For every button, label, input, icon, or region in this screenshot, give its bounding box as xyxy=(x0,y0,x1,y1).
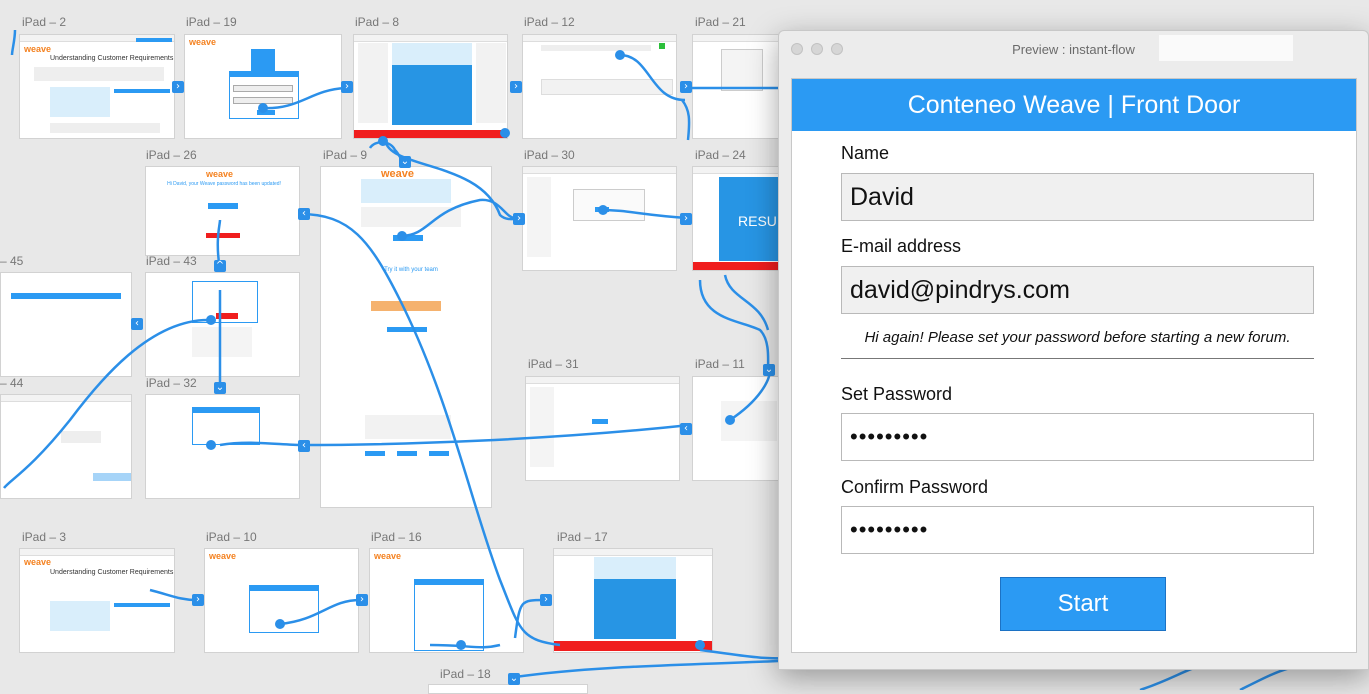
artboard-ipad-19[interactable]: weave xyxy=(184,34,342,139)
preview-content: Conteneo Weave | Front Door Name David E… xyxy=(791,78,1357,653)
hotspot-dot[interactable] xyxy=(456,640,466,650)
start-button[interactable]: Start xyxy=(1000,577,1166,631)
chevron-right-icon[interactable]: › xyxy=(172,81,184,93)
board-label-ipad-3[interactable]: iPad – 3 xyxy=(22,530,67,544)
board-label-ipad-12[interactable]: iPad – 12 xyxy=(524,15,575,29)
artboard-ipad-17[interactable] xyxy=(553,548,713,653)
artboard-ipad-16[interactable]: weave xyxy=(369,548,524,653)
board-label-ipad-43[interactable]: iPad – 43 xyxy=(146,254,197,268)
artboard-ipad-44[interactable] xyxy=(0,394,132,499)
board-label-ipad-32[interactable]: iPad – 32 xyxy=(146,376,197,390)
board-label-ipad-31[interactable]: iPad – 31 xyxy=(528,357,579,371)
board-label-ipad-30[interactable]: iPad – 30 xyxy=(524,148,575,162)
artboard-ipad-43[interactable] xyxy=(145,272,300,377)
artboard-ipad-3[interactable]: weave Understanding Customer Requirement… xyxy=(19,548,175,653)
board-label-ipad-19[interactable]: iPad – 19 xyxy=(186,15,237,29)
board-label-ipad-9[interactable]: iPad – 9 xyxy=(323,148,368,162)
chevron-up-icon[interactable]: ^ xyxy=(214,260,226,272)
hotspot-dot[interactable] xyxy=(206,440,216,450)
artboard-subheading: Try it with your team xyxy=(384,267,438,273)
set-password-field[interactable]: ••••••••• xyxy=(841,413,1314,461)
title-redaction xyxy=(1159,35,1293,61)
name-label: Name xyxy=(841,143,890,163)
chevron-right-icon[interactable]: › xyxy=(513,213,525,225)
board-label-ipad-26[interactable]: iPad – 26 xyxy=(146,148,197,162)
artboard-ipad-26[interactable]: weave Hi David, your Weave password has … xyxy=(145,166,300,256)
hotspot-dot[interactable] xyxy=(397,231,407,241)
board-label-ipad-2[interactable]: iPad – 2 xyxy=(22,15,67,29)
page-header: Conteneo Weave | Front Door xyxy=(792,79,1356,131)
weave-logo: weave xyxy=(24,44,52,54)
hotspot-dot[interactable] xyxy=(500,128,510,138)
chevron-right-icon[interactable]: › xyxy=(356,594,368,606)
hotspot-dot[interactable] xyxy=(695,640,705,650)
chevron-right-icon[interactable]: › xyxy=(192,594,204,606)
hotspot-dot[interactable] xyxy=(206,315,216,325)
hotspot-dot[interactable] xyxy=(615,50,625,60)
chevron-right-icon[interactable]: › xyxy=(540,594,552,606)
chevron-down-icon[interactable]: ⌄ xyxy=(763,364,775,376)
board-label-ipad-45[interactable]: – 45 xyxy=(0,254,24,268)
chevron-left-icon[interactable]: ‹ xyxy=(131,318,143,330)
minimize-window-button[interactable] xyxy=(811,43,823,55)
artboard-message: Hi David, your Weave password has been u… xyxy=(167,181,281,187)
board-label-ipad-18[interactable]: iPad – 18 xyxy=(440,667,491,681)
chevron-left-icon[interactable]: ‹ xyxy=(298,208,310,220)
board-label-ipad-10[interactable]: iPad – 10 xyxy=(206,530,257,544)
board-label-ipad-11[interactable]: iPad – 11 xyxy=(695,357,745,371)
password-hint: Hi again! Please set your password befor… xyxy=(864,329,1291,346)
email-field[interactable]: david@pindrys.com xyxy=(841,266,1314,314)
hotspot-dot[interactable] xyxy=(258,103,268,113)
artboard-ipad-11[interactable] xyxy=(692,376,782,481)
chevron-right-icon[interactable]: › xyxy=(341,81,353,93)
artboard-ipad-10[interactable]: weave xyxy=(204,548,359,653)
hotspot-dot[interactable] xyxy=(725,415,735,425)
artboard-ipad-21[interactable] xyxy=(692,34,782,139)
board-label-ipad-17[interactable]: iPad – 17 xyxy=(557,530,608,544)
artboard-ipad-24-text: RESU xyxy=(738,213,777,229)
chevron-down-icon[interactable]: ⌄ xyxy=(508,673,520,685)
set-password-label: Set Password xyxy=(841,384,953,404)
artboard-ipad-8[interactable] xyxy=(353,34,508,139)
chevron-down-icon[interactable]: ⌄ xyxy=(399,156,411,168)
hotspot-dot[interactable] xyxy=(378,136,388,146)
artboard-heading: Understanding Customer Requirements xyxy=(50,55,174,62)
email-label: E-mail address xyxy=(841,236,962,256)
artboard-ipad-30[interactable] xyxy=(522,166,677,271)
chevron-right-icon[interactable]: › xyxy=(510,81,522,93)
chevron-down-icon[interactable]: ⌄ xyxy=(214,382,226,394)
hotspot-dot[interactable] xyxy=(598,205,608,215)
chevron-right-icon[interactable]: › xyxy=(680,213,692,225)
name-field[interactable]: David xyxy=(841,173,1314,221)
close-window-button[interactable] xyxy=(791,43,803,55)
board-label-ipad-44[interactable]: – 44 xyxy=(0,376,24,390)
board-label-ipad-24[interactable]: iPad – 24 xyxy=(695,148,746,162)
artboard-ipad-12[interactable] xyxy=(522,34,677,139)
chevron-right-icon[interactable]: › xyxy=(680,81,692,93)
artboard-ipad-2[interactable]: weave Understanding Customer Requirement… xyxy=(19,34,175,139)
window-title: Preview : instant-flow xyxy=(1012,42,1135,57)
board-label-ipad-21[interactable]: iPad – 21 xyxy=(695,15,746,29)
artboard-ipad-45[interactable] xyxy=(0,272,132,377)
artboard-ipad-9[interactable]: weave Try it with your team xyxy=(320,166,492,508)
chevron-left-icon[interactable]: ‹ xyxy=(298,440,310,452)
artboard-ipad-32[interactable] xyxy=(145,394,300,499)
chevron-left-icon[interactable]: ‹ xyxy=(680,423,692,435)
window-titlebar[interactable]: Preview : instant-flow xyxy=(779,31,1368,67)
divider xyxy=(841,358,1314,359)
board-label-ipad-8[interactable]: iPad – 8 xyxy=(355,15,400,29)
hotspot-dot[interactable] xyxy=(275,619,285,629)
board-label-ipad-16[interactable]: iPad – 16 xyxy=(371,530,422,544)
confirm-password-label: Confirm Password xyxy=(841,477,989,497)
preview-window[interactable]: Preview : instant-flow Conteneo Weave | … xyxy=(778,30,1369,670)
artboard-heading: Understanding Customer Requirements xyxy=(50,569,174,576)
zoom-window-button[interactable] xyxy=(831,43,843,55)
confirm-password-field[interactable]: ••••••••• xyxy=(841,506,1314,554)
